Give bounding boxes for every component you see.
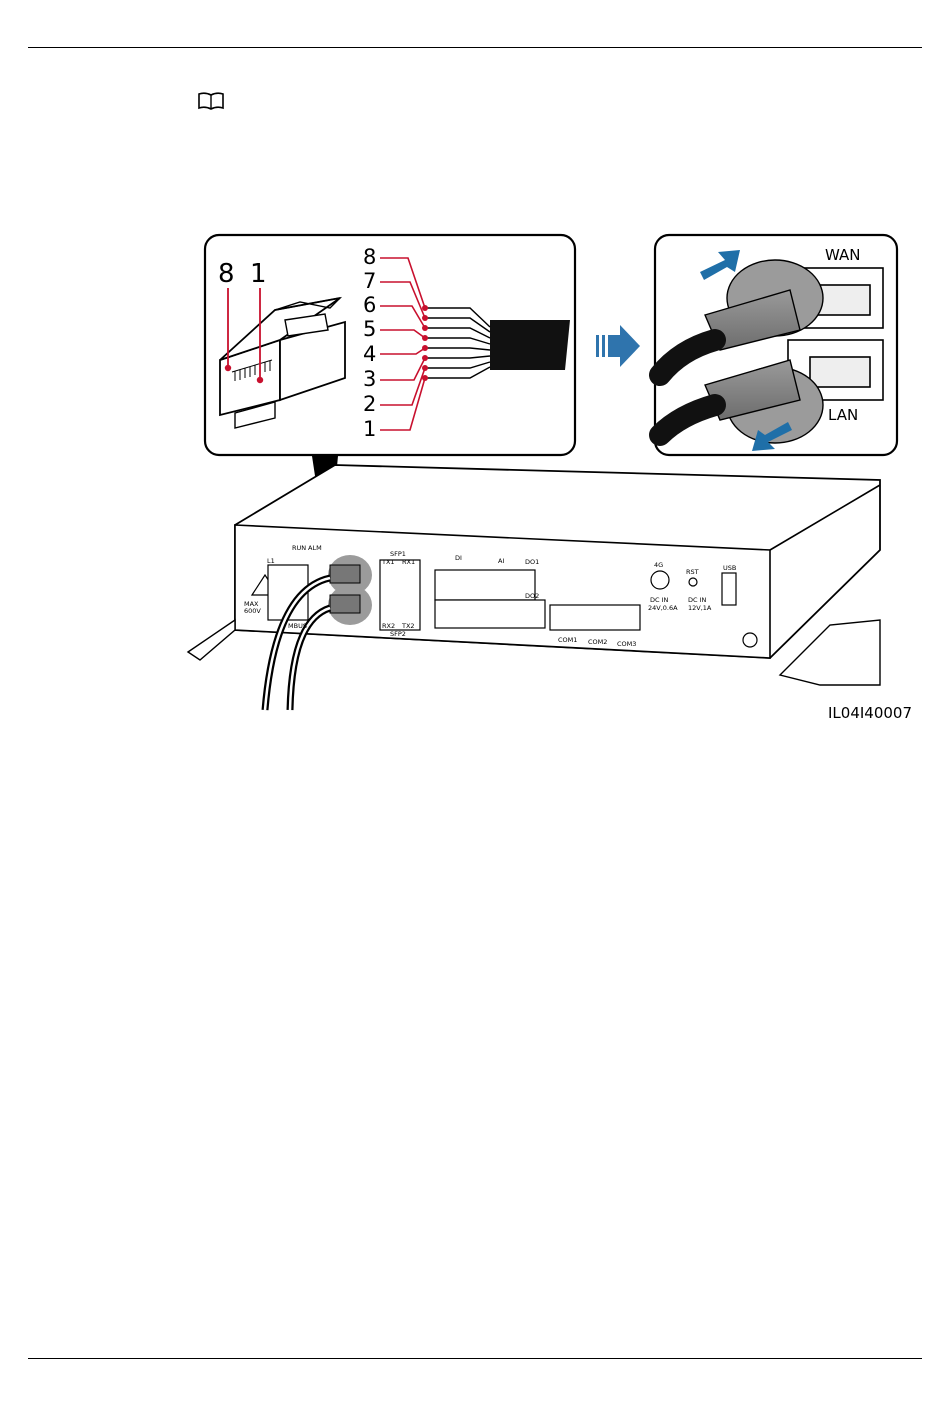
di-label: DI	[455, 554, 462, 562]
com1-label: COM1	[558, 636, 577, 644]
footer-rule	[28, 1358, 922, 1359]
g4-label: 4G	[654, 561, 663, 569]
dc-in-2-label: DC IN	[688, 596, 707, 604]
plug-pin-label-8: 8	[218, 259, 235, 289]
run-label: RUN	[292, 544, 306, 552]
tx2-label: TX2	[401, 622, 415, 630]
figure-id: IL04I40007	[828, 704, 912, 722]
plug-pin-label-1: 1	[250, 259, 267, 289]
pin-number-1: 1	[363, 417, 376, 441]
step-arrow-icon	[596, 325, 640, 367]
dc-in-2-rating: 12V,1A	[688, 604, 712, 612]
pin-number-7: 7	[363, 269, 376, 293]
dc-in-1-rating: 24V,0.6A	[648, 604, 678, 612]
pin-number-8: 8	[363, 245, 376, 269]
pin-number-5: 5	[363, 317, 376, 341]
com3-label: COM3	[617, 640, 636, 648]
rx1-label: RX1	[402, 558, 415, 566]
rj45-pinout-callout: 8 1	[205, 235, 575, 455]
volt-label: 600V	[244, 607, 261, 615]
sfp2-label: SFP2	[390, 630, 406, 638]
pin-number-4: 4	[363, 342, 376, 366]
ai-label: AI	[498, 557, 504, 565]
sfp1-label: SFP1	[390, 550, 406, 558]
header-rule	[28, 47, 922, 48]
lan-label: LAN	[828, 406, 858, 424]
note-book-icon	[197, 91, 225, 111]
dc-in-1-label: DC IN	[650, 596, 669, 604]
tx1-label: TX1	[381, 558, 395, 566]
do1-label: DO1	[525, 558, 539, 566]
pin-number-3: 3	[363, 367, 376, 391]
usb-label: USB	[723, 564, 736, 572]
rx2-label: RX2	[382, 622, 395, 630]
l1-label: L1	[267, 557, 275, 565]
com2-label: COM2	[588, 638, 607, 646]
network-cable-figure: 8 1	[180, 230, 920, 730]
rst-label: RST	[686, 568, 699, 576]
pin-number-2: 2	[363, 392, 376, 416]
alm-label: ALM	[308, 544, 322, 552]
mbus-label: MBUS	[288, 622, 307, 630]
smart-dongle-device: RUN ALM L1 MAX 600V MBUS SFP1 TX1 RX1 RX…	[188, 465, 880, 710]
port-connection-callout: WAN LAN	[655, 235, 897, 455]
do2-label: DO2	[525, 592, 539, 600]
wan-label: WAN	[825, 246, 861, 264]
pin-number-6: 6	[363, 293, 376, 317]
